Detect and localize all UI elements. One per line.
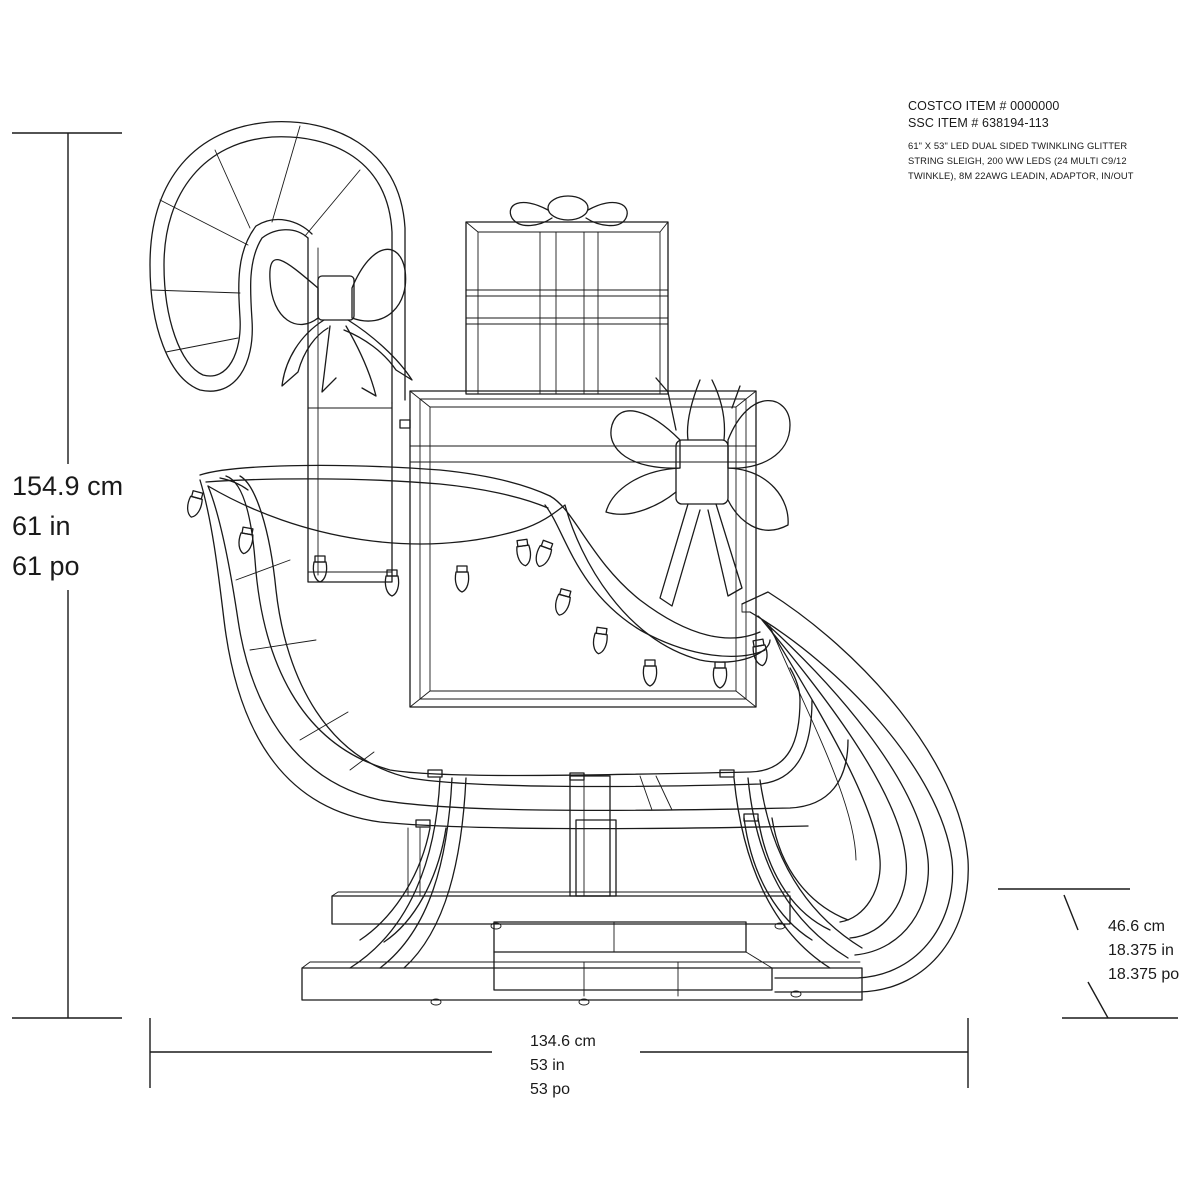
depth-label: 46.6 cm 18.375 in 18.375 po	[1108, 915, 1179, 987]
ssc-item-number: SSC ITEM # 638194-113	[908, 116, 1049, 130]
bulb-string	[186, 490, 768, 689]
depth-cm: 46.6 cm	[1108, 918, 1165, 935]
c9-bulb-icon	[712, 661, 728, 689]
height-cm: 154.9 cm	[12, 471, 124, 501]
c9-bulb-icon	[312, 555, 328, 583]
sleigh-legs	[349, 775, 863, 969]
c9-bulb-icon	[384, 569, 400, 597]
sleigh-body	[199, 464, 849, 830]
width-in: 53 in	[530, 1057, 565, 1074]
c9-bulb-icon	[516, 538, 532, 567]
depth-po: 18.375 po	[1108, 966, 1180, 983]
c9-bulb-icon	[752, 638, 768, 667]
product-description: 61" X 53" LED DUAL SIDED TWINKLING GLITT…	[908, 140, 1134, 181]
c9-bulb-icon	[454, 565, 470, 593]
width-po: 53 po	[530, 1081, 571, 1098]
c9-bulb-icon	[592, 626, 608, 655]
depth-in: 18.375 in	[1108, 942, 1174, 959]
width-cm: 134.6 cm	[530, 1033, 596, 1050]
costco-item-number: COSTCO ITEM # 0000000	[908, 99, 1060, 113]
c9-bulb-icon	[554, 588, 572, 616]
front-gift-box	[399, 377, 791, 708]
c9-bulb-icon	[642, 659, 658, 687]
width-label: 134.6 cm 53 in 53 po	[530, 1030, 596, 1102]
height-po: 61 po	[12, 551, 80, 581]
c9-bulb-icon	[535, 539, 554, 568]
height-in: 61 in	[12, 511, 71, 541]
width-dimension-line	[149, 1018, 969, 1088]
c9-bulb-icon	[238, 526, 254, 555]
sleigh-front-curl	[741, 591, 969, 993]
candy-cane-wireframe	[149, 120, 413, 583]
spec-block: COSTCO ITEM # 0000000 SSC ITEM # 638194-…	[908, 98, 1168, 183]
top-gift-box	[465, 195, 669, 395]
depth-dimension-line	[998, 888, 1178, 1019]
c9-bulb-icon	[186, 490, 204, 518]
sleigh-runners	[301, 891, 863, 1006]
height-label: 154.9 cm 61 in 61 po	[12, 464, 130, 590]
